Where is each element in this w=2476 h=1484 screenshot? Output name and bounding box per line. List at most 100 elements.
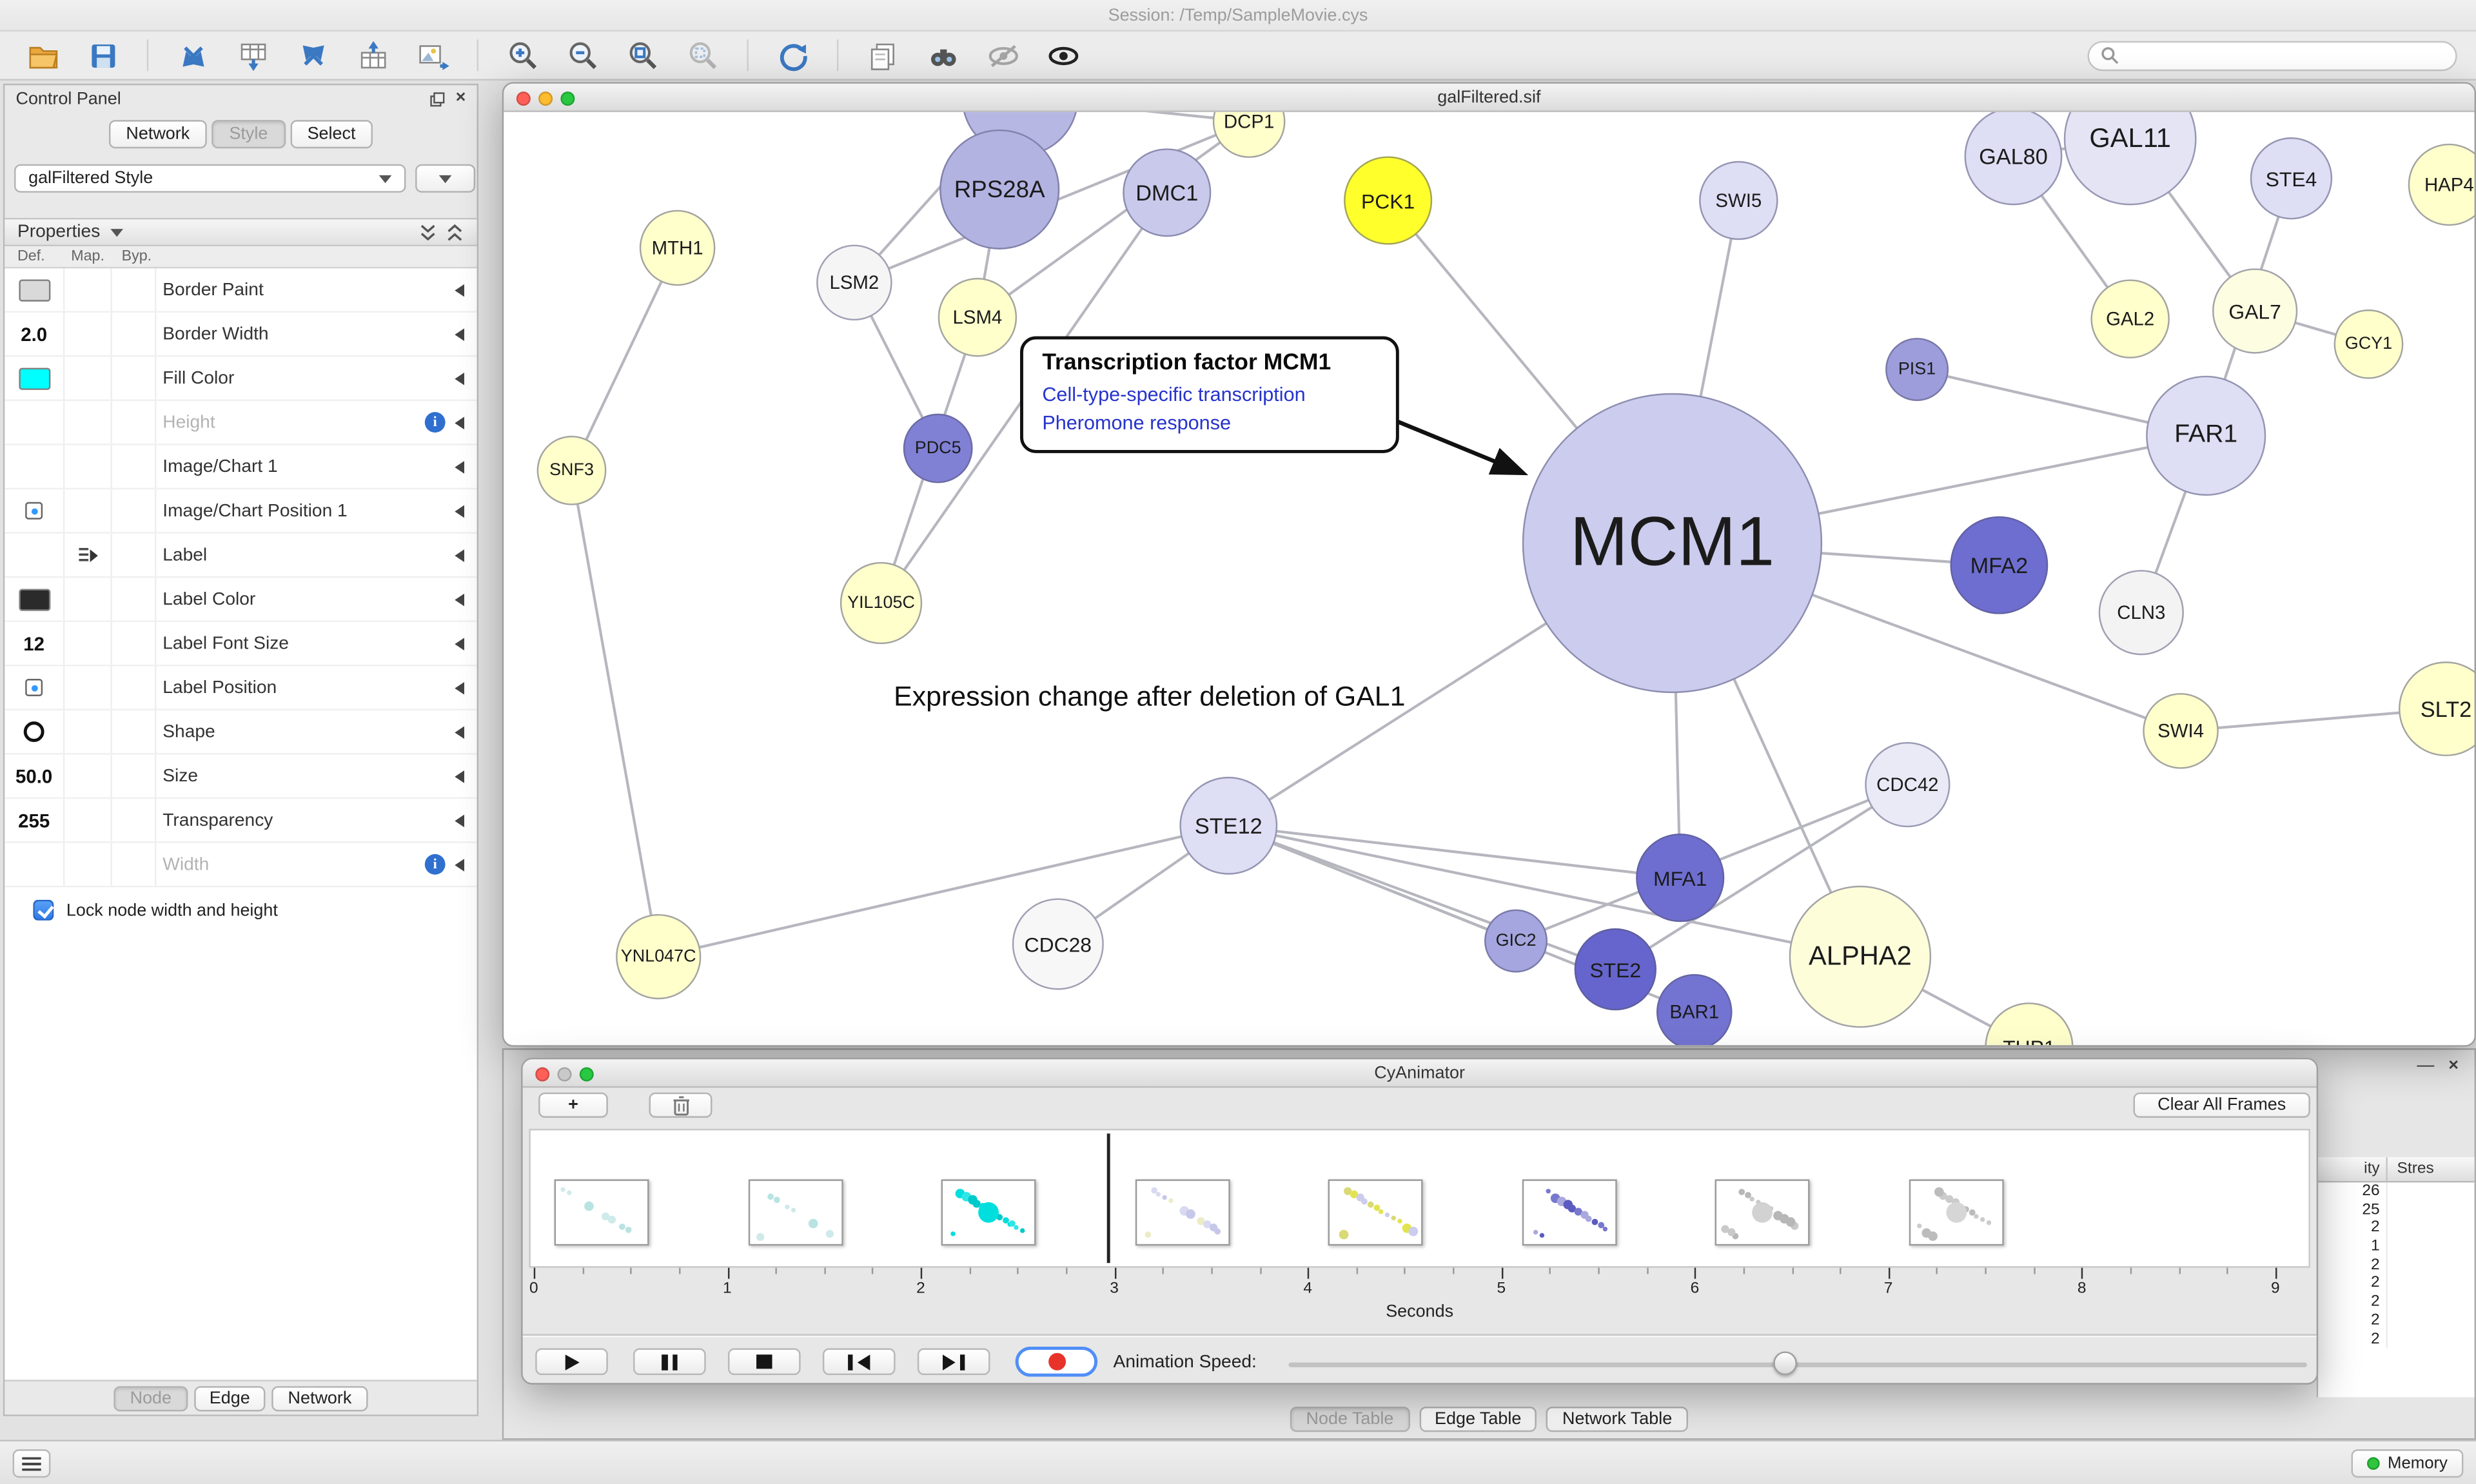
network-node-ste2[interactable]: STE2 bbox=[1574, 928, 1656, 1011]
import-network-icon[interactable] bbox=[172, 35, 213, 76]
table-row[interactable]: 2 bbox=[2318, 1256, 2474, 1275]
default-value[interactable]: 2.0 bbox=[21, 322, 48, 346]
network-node-gic2[interactable]: GIC2 bbox=[1484, 909, 1548, 973]
table-row[interactable]: 26 bbox=[2318, 1182, 2474, 1201]
tab-network-style[interactable]: Network bbox=[272, 1385, 368, 1411]
close-window-icon[interactable] bbox=[516, 90, 531, 105]
network-edge[interactable] bbox=[570, 247, 679, 471]
zoom-window-icon[interactable] bbox=[560, 90, 575, 105]
network-node-gal2[interactable]: GAL2 bbox=[2090, 279, 2170, 358]
collapse-all-icon[interactable] bbox=[446, 222, 464, 242]
network-edge[interactable] bbox=[1615, 783, 1909, 971]
frame-thumbnail-6[interactable] bbox=[1522, 1179, 1617, 1246]
expand-row-icon[interactable] bbox=[455, 460, 465, 473]
import-table-icon[interactable] bbox=[232, 35, 273, 76]
hide-selected-eye-icon[interactable] bbox=[982, 35, 1023, 76]
zoom-in-icon[interactable] bbox=[502, 35, 544, 76]
export-image-icon[interactable] bbox=[412, 35, 453, 76]
table-row[interactable]: 2 bbox=[2318, 1274, 2474, 1294]
network-node-cdc28[interactable]: CDC28 bbox=[1012, 898, 1104, 990]
network-edge[interactable] bbox=[1020, 112, 1250, 123]
expand-row-icon[interactable] bbox=[455, 725, 465, 738]
annotation-link[interactable]: Pheromone response bbox=[1042, 412, 1232, 434]
go-to-start-button[interactable] bbox=[822, 1348, 896, 1376]
style-property-row[interactable]: Label Color bbox=[5, 578, 477, 622]
show-all-eye-icon[interactable] bbox=[1042, 35, 1083, 76]
network-node-alpha2[interactable]: ALPHA2 bbox=[1789, 885, 1932, 1028]
tab-network[interactable]: Network bbox=[108, 120, 208, 149]
refresh-layout-icon[interactable] bbox=[772, 35, 814, 76]
style-property-row[interactable]: Fill Color bbox=[5, 356, 477, 402]
table-row[interactable]: 2 bbox=[2318, 1330, 2474, 1349]
network-node-mfa1[interactable]: MFA1 bbox=[1636, 834, 1725, 923]
network-node-mfa2[interactable]: MFA2 bbox=[1950, 516, 2049, 614]
network-node-lsm2[interactable]: LSM2 bbox=[816, 244, 892, 321]
add-frame-button[interactable]: + bbox=[538, 1092, 608, 1118]
table-column-ity[interactable]: ity bbox=[2318, 1157, 2388, 1181]
expand-row-icon[interactable] bbox=[455, 371, 465, 385]
network-node-gal7[interactable]: GAL7 bbox=[2212, 268, 2298, 354]
frame-thumbnail-5[interactable] bbox=[1328, 1179, 1423, 1246]
tab-style[interactable]: Style bbox=[211, 120, 286, 149]
expand-row-icon[interactable] bbox=[455, 681, 465, 694]
table-row[interactable]: 2 bbox=[2318, 1293, 2474, 1312]
network-node-cdc42[interactable]: CDC42 bbox=[1865, 742, 1950, 828]
annotation-link[interactable]: Cell-type-specific transcription bbox=[1042, 384, 1306, 406]
tab-select[interactable]: Select bbox=[290, 120, 373, 149]
default-value[interactable]: 50.0 bbox=[15, 765, 53, 787]
delete-frame-button[interactable] bbox=[649, 1092, 712, 1118]
network-node-swi5[interactable]: SWI5 bbox=[1699, 161, 1778, 240]
task-history-button[interactable] bbox=[12, 1449, 51, 1478]
annotation-box[interactable]: Transcription factor MCM1 Cell-type-spec… bbox=[1020, 336, 1399, 454]
table-column-stress[interactable]: Stres bbox=[2397, 1160, 2434, 1178]
style-dropdown[interactable]: galFiltered Style bbox=[14, 164, 406, 193]
circle-shape-icon[interactable] bbox=[23, 721, 44, 743]
network-node-ste12[interactable]: STE12 bbox=[1179, 776, 1278, 875]
network-node-gcy1[interactable]: GCY1 bbox=[2334, 309, 2404, 379]
expand-all-icon[interactable] bbox=[418, 222, 437, 242]
network-node-pis1[interactable]: PIS1 bbox=[1885, 338, 1949, 402]
float-window-icon[interactable]: — bbox=[2417, 1056, 2435, 1075]
frame-thumbnail-1[interactable] bbox=[554, 1179, 649, 1246]
network-node-rps28a[interactable]: RPS28A bbox=[939, 129, 1060, 249]
expand-row-icon[interactable] bbox=[455, 549, 465, 561]
expand-row-icon[interactable] bbox=[455, 327, 465, 340]
table-row[interactable]: 1 bbox=[2318, 1238, 2474, 1256]
network-node-gal80[interactable]: GAL80 bbox=[1964, 112, 2063, 206]
close-panel-icon[interactable]: × bbox=[455, 88, 466, 108]
duplicate-icon[interactable] bbox=[862, 35, 903, 76]
network-node-lsm4[interactable]: LSM4 bbox=[938, 278, 1017, 357]
clear-all-frames-button[interactable]: Clear All Frames bbox=[2133, 1092, 2310, 1118]
frame-thumbnail-8[interactable] bbox=[1909, 1179, 2004, 1246]
network-node-mth1[interactable]: MTH1 bbox=[639, 210, 716, 286]
tab-edge-table[interactable]: Edge Table bbox=[1419, 1407, 1537, 1432]
network-node-cln3[interactable]: CLN3 bbox=[2098, 570, 2184, 656]
export-network-icon[interactable] bbox=[292, 35, 333, 76]
expand-row-icon[interactable] bbox=[455, 858, 465, 871]
frame-thumbnail-3[interactable] bbox=[941, 1179, 1036, 1246]
network-edge[interactable] bbox=[976, 120, 1250, 318]
style-property-row[interactable]: Border Paint bbox=[5, 268, 477, 313]
network-node-hap4[interactable]: HAP4 bbox=[2408, 143, 2475, 226]
close-panel-icon[interactable]: × bbox=[2448, 1055, 2459, 1075]
network-node-pck1[interactable]: PCK1 bbox=[1344, 156, 1433, 245]
expand-row-icon[interactable] bbox=[455, 814, 465, 827]
search-network-icon[interactable] bbox=[922, 35, 963, 76]
network-node-bar1[interactable]: BAR1 bbox=[1656, 974, 1733, 1046]
minimize-window-icon[interactable] bbox=[538, 90, 553, 105]
style-property-row[interactable]: Shape bbox=[5, 710, 477, 755]
style-property-row[interactable]: Label Position bbox=[5, 666, 477, 711]
default-value[interactable]: 255 bbox=[18, 809, 50, 832]
network-node-yil105c[interactable]: YIL105C bbox=[840, 561, 923, 645]
network-node-ste4[interactable]: STE4 bbox=[2250, 137, 2333, 220]
table-row[interactable]: 2 bbox=[2318, 1311, 2474, 1331]
properties-header[interactable]: Properties bbox=[5, 217, 477, 247]
table-row[interactable]: 2 bbox=[2318, 1219, 2474, 1238]
default-value[interactable]: 12 bbox=[23, 632, 44, 655]
style-property-row[interactable]: Image/Chart 1 bbox=[5, 445, 477, 490]
timeline-playhead[interactable] bbox=[1106, 1133, 1110, 1264]
network-edge[interactable] bbox=[570, 470, 660, 957]
frame-timeline[interactable] bbox=[529, 1129, 2310, 1268]
